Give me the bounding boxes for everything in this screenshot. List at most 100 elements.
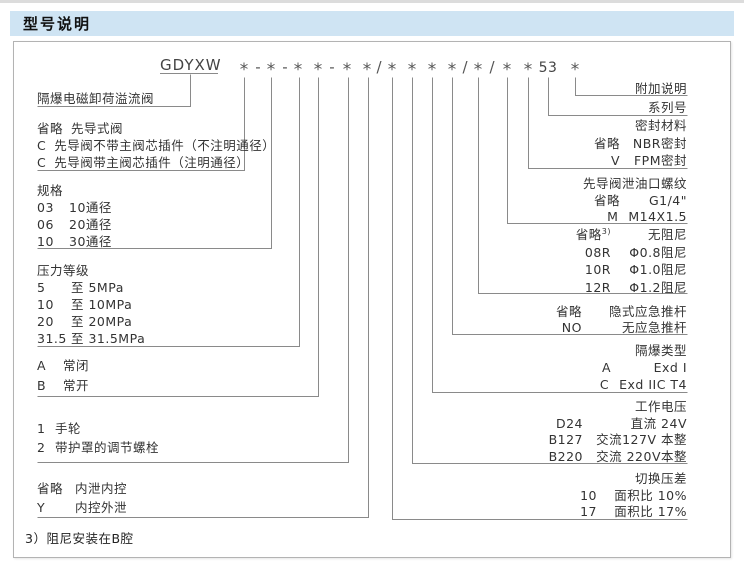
row-code: 20 (37, 314, 54, 329)
row-description: Exd I (653, 360, 687, 375)
section-pilot-valve-type: 省略先导式阀 C 先导阀不带主阀芯插件（不注明通径） C 先导阀带主阀芯插件（注明通径） (37, 122, 275, 173)
page-edge-strip (0, 0, 744, 3)
section-emergency-pin: 省略 隐式应急推杆 NO 无应急推杆 (556, 305, 687, 337)
code-star: * (570, 60, 580, 80)
row-heading: 系列号 (647, 100, 687, 115)
section-row: C 先导阀不带主阀芯插件（不注明通径） (37, 139, 275, 156)
row-description: 至 10MPa (71, 297, 133, 312)
section-valve-name: 隔爆电磁卸荷溢流阀 (37, 92, 154, 109)
code-star: * (342, 60, 352, 80)
row-description: 面积比 10% (614, 487, 687, 503)
row-description: Φ0.8阻尼 (629, 244, 687, 260)
section-row: 31.5 至 31.5MPa (37, 332, 145, 349)
row-description: 无阻尼 (647, 227, 687, 242)
row-code: NO (561, 320, 582, 335)
row-description: 先导式阀 (71, 121, 124, 136)
section-row: 10R Φ1.0阻尼 (576, 263, 687, 281)
row-description: Φ1.0阻尼 (629, 262, 687, 277)
code-separator: / (376, 58, 382, 76)
code-separator: - (282, 58, 288, 76)
section-row: 密封材料 (594, 119, 687, 137)
row-description: 30通径 (69, 234, 112, 249)
section-row: C 先导阀带主阀芯插件（注明通径） (37, 156, 275, 173)
section-row: 20 至 20MPa (37, 315, 145, 332)
section-row: 规格 (37, 184, 112, 201)
row-description: 隐式应急推杆 (608, 304, 687, 319)
row-description: 至 5MPa (71, 280, 124, 295)
row-code: M (607, 209, 619, 224)
row-description: 交流 220V本整 (596, 448, 687, 464)
section-row: 隔爆电磁卸荷溢流阀 (37, 92, 154, 109)
row-code: 10 (580, 487, 597, 503)
row-code: B127 (548, 432, 583, 447)
section-row: 省略内泄内控 (37, 482, 127, 501)
row-code: 省略 (593, 192, 620, 208)
code-star: * (266, 60, 276, 80)
row-description: 内泄内控 (75, 481, 128, 496)
code-separator: - (329, 58, 335, 76)
row-description: 无应急推杆 (621, 320, 687, 335)
row-code: C (37, 155, 47, 170)
row-description: 先导阀带主阀芯插件（注明通径） (54, 155, 250, 170)
row-code: 03 (37, 200, 54, 215)
code-star: * (502, 60, 512, 80)
row-description: 至 31.5MPa (71, 331, 146, 346)
row-description: 手轮 (55, 421, 82, 436)
row-code: 1 (37, 421, 46, 436)
row-description: 先导阀不带主阀芯插件（不注明通径） (54, 138, 276, 153)
row-heading: 隔爆类型 (634, 343, 687, 358)
row-heading: 切换压差 (634, 471, 687, 486)
code-star: * (313, 60, 323, 80)
section-row: 03 10通径 (37, 201, 112, 218)
section-row: B220 交流 220V本整 (548, 448, 687, 467)
row-description: 20通径 (69, 217, 112, 232)
row-description: 10通径 (69, 200, 112, 215)
row-description: 交流127V 本整 (596, 432, 687, 447)
code-star: * (387, 60, 397, 80)
code-separator: - (255, 58, 261, 76)
code-star: * (362, 60, 372, 80)
row-description: 内控外泄 (75, 500, 128, 515)
code-star: * (293, 60, 303, 80)
row-description: 至 20MPa (71, 314, 133, 329)
section-row: B127 交流127V 本整 (549, 433, 687, 450)
row-code: B220 (548, 448, 583, 464)
code-separator: / (489, 58, 495, 76)
row-heading: 附加说明 (634, 81, 687, 96)
row-code: 省略 (593, 135, 620, 151)
row-description: 直流 24V (630, 415, 687, 431)
row-code: 31.5 (37, 331, 67, 346)
code-star: * (447, 60, 457, 80)
row-heading: 隔爆电磁卸荷溢流阀 (37, 91, 155, 106)
row-code: 10 (37, 234, 54, 249)
row-heading: 先导阀泄油口螺纹 (582, 176, 687, 191)
row-description: NBR密封 (632, 135, 687, 151)
row-code: 2 (37, 440, 46, 455)
footnote-marker: 3) (601, 226, 611, 236)
section-row: 10 面积比 10% (580, 487, 687, 506)
row-code: 省略 (555, 304, 582, 319)
section-row: 10 30通径 (37, 235, 112, 252)
section-title-bar: 型号说明 (10, 11, 734, 36)
row-description: FPM密封 (633, 153, 687, 168)
row-code: 省略 (37, 121, 64, 136)
row-code: 10R (584, 262, 611, 277)
section-row: 先导阀泄油口螺纹 (583, 177, 687, 194)
row-code: C (37, 138, 47, 153)
code-star: * (523, 60, 533, 80)
section-series-number: 系列号 (648, 101, 687, 118)
